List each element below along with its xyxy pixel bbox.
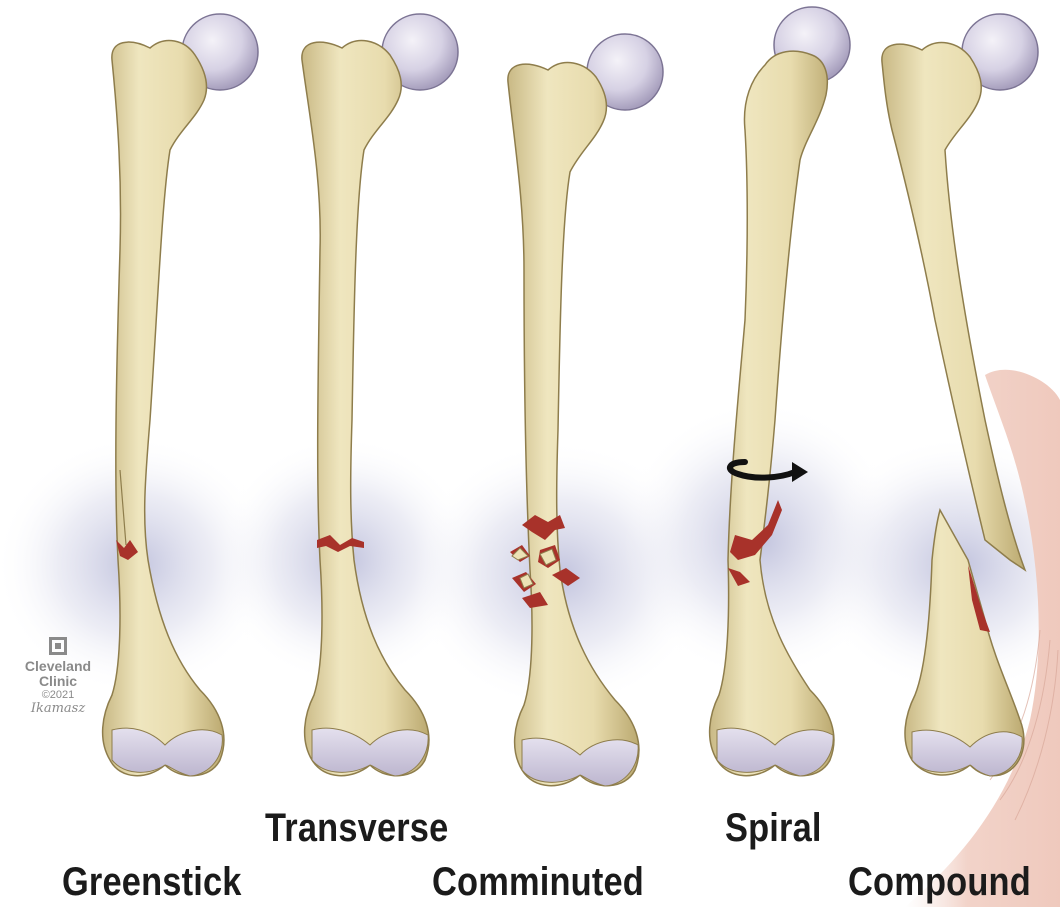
- bone-transverse: [302, 14, 458, 776]
- label-compound: Compound: [848, 860, 1031, 905]
- logo-org-line1: Cleveland: [12, 659, 104, 674]
- artist-signature: Ikamasz: [12, 702, 104, 716]
- logo-mark-icon: [49, 637, 67, 655]
- label-spiral: Spiral: [725, 806, 822, 851]
- logo-org-line2: Clinic: [12, 674, 104, 689]
- cleveland-clinic-logo: Cleveland Clinic ©2021 Ikamasz: [12, 637, 104, 716]
- bone-greenstick: [103, 14, 258, 776]
- label-transverse: Transverse: [265, 806, 448, 851]
- label-greenstick: Greenstick: [62, 860, 242, 905]
- label-comminuted: Comminuted: [432, 860, 644, 905]
